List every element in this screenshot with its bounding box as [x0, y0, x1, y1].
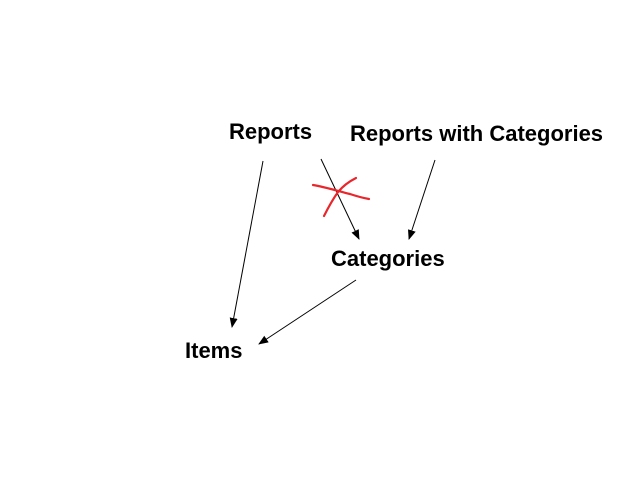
- edge-reports-with-categories-to-categories: [408, 159, 436, 240]
- edge-categories-to-items: [258, 279, 357, 345]
- node-reports-with-categories: Reports with Categories: [350, 121, 604, 146]
- edge-reports-to-categories: [320, 158, 360, 240]
- node-items: Items: [185, 338, 243, 363]
- edge-reports-to-items: [229, 160, 264, 328]
- node-reports: Reports: [229, 119, 313, 144]
- strike-cross-mark: [311, 176, 371, 218]
- node-categories: Categories: [331, 246, 445, 271]
